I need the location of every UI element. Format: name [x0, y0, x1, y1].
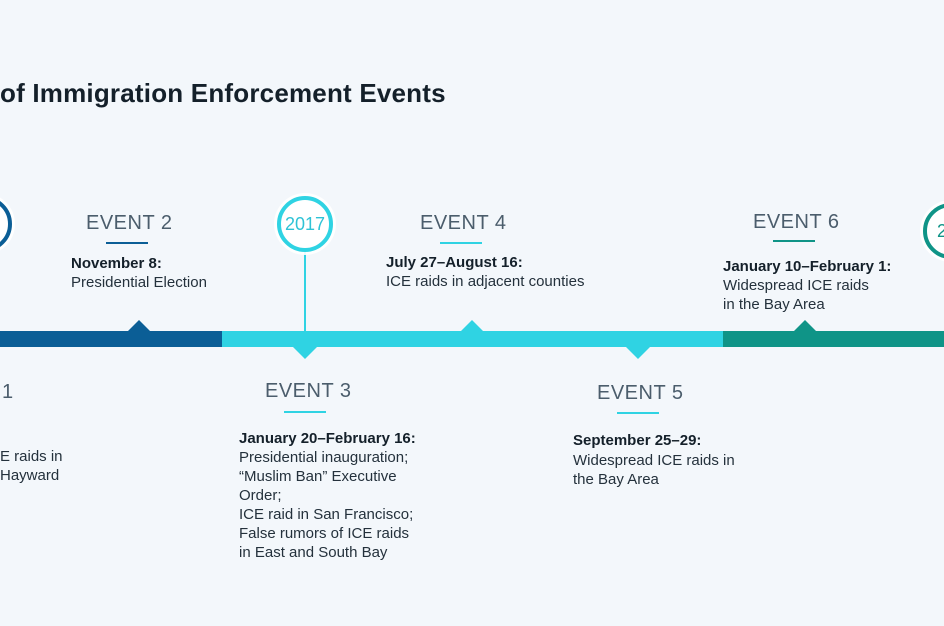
event-1-label: 1	[2, 381, 14, 403]
event-4-marker	[460, 320, 484, 332]
event-6-underline	[773, 240, 815, 242]
event-1-description: E raids in Hayward	[0, 448, 63, 484]
year-2017-circle: 2017	[277, 196, 333, 252]
event-6-description: Widespread ICE raids in the Bay Area	[723, 277, 869, 313]
event-6-date: January 10–February 1:	[723, 258, 892, 275]
event-2-description: Presidential Election	[71, 274, 207, 291]
timeline-segment-2017	[222, 331, 723, 347]
event-5-description: Widespread ICE raids in the Bay Area	[573, 452, 735, 488]
event-2-label: EVENT 2	[86, 212, 173, 234]
event-3-description: Presidential inauguration; “Muslim Ban” …	[239, 449, 414, 561]
event-5-underline	[617, 412, 659, 414]
event-4-underline	[440, 242, 482, 244]
year-2018-circle: 2	[923, 203, 944, 259]
event-3-underline	[284, 411, 326, 413]
year-2016-circle	[0, 196, 12, 252]
event-4-date: July 27–August 16:	[386, 254, 523, 271]
event-2-underline	[106, 242, 148, 244]
event-6-label: EVENT 6	[753, 211, 840, 233]
event-3-label: EVENT 3	[265, 380, 352, 402]
year-2018-label: 2	[937, 220, 944, 241]
event-6-marker	[793, 320, 817, 332]
timeline-segment-2016	[0, 331, 222, 347]
event-5-date: September 25–29:	[573, 432, 702, 449]
page-title: of Immigration Enforcement Events	[0, 78, 446, 108]
event-4-description: ICE raids in adjacent counties	[386, 273, 585, 290]
event-3-marker	[293, 347, 317, 359]
event-4-label: EVENT 4	[420, 212, 507, 234]
year-2017-label: 2017	[284, 213, 326, 234]
event-3-date: January 20–February 16:	[239, 430, 416, 447]
event-2-date: November 8:	[71, 255, 162, 272]
timeline-segment-2018	[723, 331, 944, 347]
event-2-marker	[127, 320, 151, 332]
event-5-label: EVENT 5	[597, 382, 684, 404]
event-5-marker	[626, 347, 650, 359]
year-2017-stem	[304, 250, 306, 332]
